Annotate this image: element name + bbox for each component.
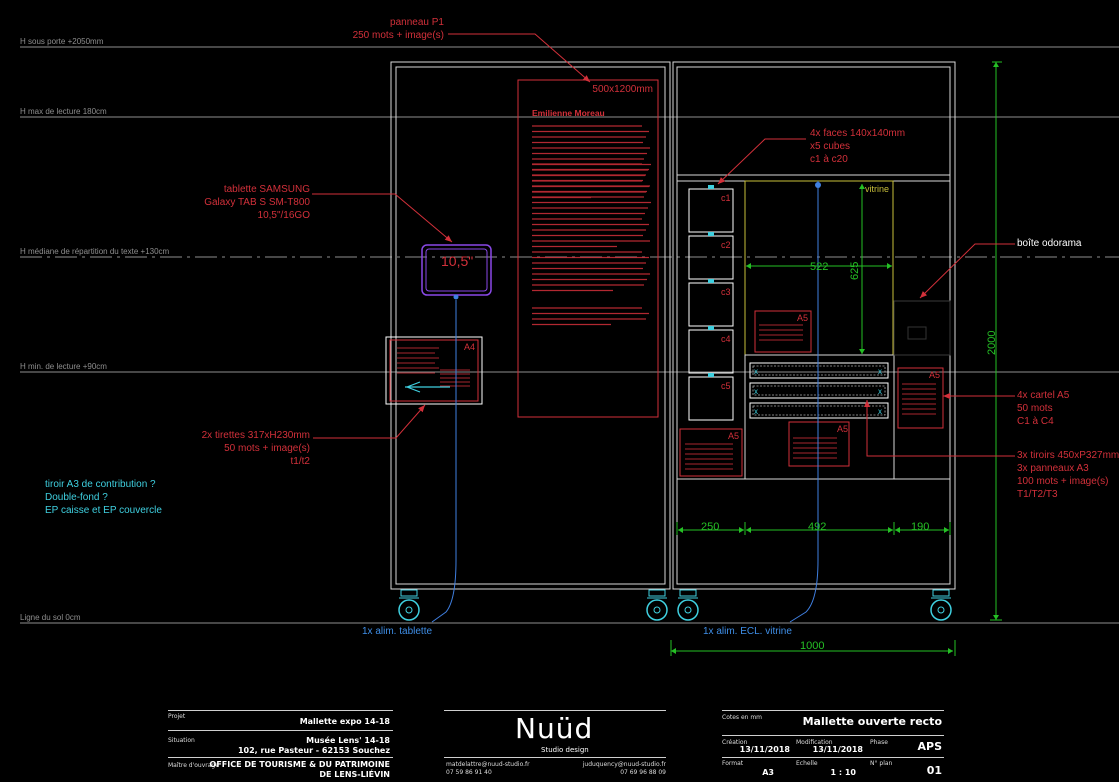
cube-hook xyxy=(708,232,714,236)
cube-hook xyxy=(708,326,714,330)
cube-label: c1 xyxy=(721,193,731,203)
a5-label: A5 xyxy=(929,370,940,380)
card-note-1: 4x cartel A5 xyxy=(1017,390,1070,401)
level-label-ground: Ligne du sol 0cm xyxy=(20,613,81,622)
dimension-lines xyxy=(670,61,1002,656)
tablet-note-2: Galaxy TAB S SM-T800 xyxy=(204,197,310,208)
dim-vitrine-height: 625 xyxy=(849,262,861,280)
leader-lines xyxy=(312,33,1015,457)
level-label-top-door: H sous porte +2050mm xyxy=(20,37,104,46)
faces-note-3: c1 à c20 xyxy=(810,154,848,165)
drawers-note-3: 100 mots + image(s) xyxy=(1017,476,1108,487)
panel-size-label: 500x1200mm xyxy=(592,84,653,95)
casters xyxy=(398,589,952,621)
power-vitrine-label: 1x alim. ECL. vitrine xyxy=(703,626,792,637)
panel-body-text xyxy=(532,125,651,326)
svg-text:x: x xyxy=(878,407,882,416)
a5-card: A5 xyxy=(754,310,812,353)
vitrine-cable xyxy=(789,181,819,623)
svg-text:x: x xyxy=(754,407,758,416)
level-label-max-read: H max de lecture 180cm xyxy=(20,107,107,116)
cube-hook xyxy=(708,373,714,377)
a5-card: A5 xyxy=(788,421,850,467)
level-label-median: H médiane de répartition du texte +130cm xyxy=(20,247,170,256)
cube-c5: c5 xyxy=(688,373,734,421)
odorama-box xyxy=(893,300,951,356)
pullouts-note-3: t1/t2 xyxy=(291,456,311,467)
panel-p1-title: panneau P1 xyxy=(390,17,444,28)
caster-wheel xyxy=(646,589,668,621)
dim-bottom-right: 190 xyxy=(911,521,929,533)
a5-card: A5 xyxy=(679,428,743,477)
cube-label: c2 xyxy=(721,240,731,250)
odorama-label: boîte odorama xyxy=(1017,238,1082,249)
cube-column: c1 c2 c3 c4 c5 xyxy=(688,185,734,421)
cube-c4: c4 xyxy=(688,326,734,374)
svg-text:x: x xyxy=(754,387,758,396)
card-note-3: C1 à C4 xyxy=(1017,416,1054,427)
cube-c2: c2 xyxy=(688,232,734,280)
panel-heading: Emilienne Moreau xyxy=(532,108,605,118)
a5-label: A5 xyxy=(797,313,808,323)
contribution-note-3: EP caisse et EP couvercle xyxy=(45,505,162,516)
cube-c1: c1 xyxy=(688,185,734,233)
cube-hook xyxy=(708,185,714,189)
drawers-note-2: 3x panneaux A3 xyxy=(1017,463,1089,474)
tablet: 10,5" xyxy=(421,244,492,300)
drawers-note-1: 3x tiroirs 450xP327mm xyxy=(1017,450,1119,461)
cube-c3: c3 xyxy=(688,279,734,327)
contribution-note-2: Double-fond ? xyxy=(45,492,108,503)
dim-total-height: 2000 xyxy=(986,331,998,355)
a5-card: A5 xyxy=(897,367,944,429)
dim-total-width: 1000 xyxy=(800,640,824,652)
level-label-min-read: H min. de lecture +90cm xyxy=(20,362,107,371)
panel-p1-words: 250 mots + image(s) xyxy=(353,30,444,41)
left-case xyxy=(390,61,671,590)
dim-bottom-mid: 492 xyxy=(808,521,826,533)
a5-label: A5 xyxy=(728,431,739,441)
svg-text:x: x xyxy=(878,387,882,396)
drawers-note-4: T1/T2/T3 xyxy=(1017,489,1058,500)
tablet-cable xyxy=(431,300,457,623)
cube-label: c5 xyxy=(721,381,731,391)
faces-note-2: x5 cubes xyxy=(810,141,850,152)
faces-note-1: 4x faces 140x140mm xyxy=(810,128,905,139)
power-tablet-label: 1x alim. tablette xyxy=(362,626,432,637)
a4-label: A4 xyxy=(464,342,475,352)
card-note-2: 50 mots xyxy=(1017,403,1053,414)
caster-wheel xyxy=(677,589,699,621)
a5-label: A5 xyxy=(837,424,848,434)
contribution-note-1: tiroir A3 de contribution ? xyxy=(45,479,156,490)
tablet-note-3: 10,5"/16GO xyxy=(258,210,311,221)
a4-pullout: A4 xyxy=(385,336,483,405)
pullouts-note-1: 2x tirettes 317xH230mm xyxy=(202,430,310,441)
panel-p1: 500x1200mm Emilienne Moreau xyxy=(517,79,659,418)
tablet-screen-label: 10,5" xyxy=(441,253,473,269)
cube-hook xyxy=(708,279,714,283)
vitrine-label: vitrine xyxy=(865,184,889,194)
cube-label: c4 xyxy=(721,334,731,344)
cube-label: c3 xyxy=(721,287,731,297)
dim-bottom-left: 250 xyxy=(701,521,719,533)
svg-text:x: x xyxy=(754,367,758,376)
caster-wheel xyxy=(398,589,420,621)
caster-wheel xyxy=(930,589,952,621)
svg-text:x: x xyxy=(878,367,882,376)
dim-vitrine-width: 522 xyxy=(810,261,828,273)
pullouts-note-2: 50 mots + image(s) xyxy=(224,443,310,454)
tablet-note-1: tablette SAMSUNG xyxy=(224,184,310,195)
